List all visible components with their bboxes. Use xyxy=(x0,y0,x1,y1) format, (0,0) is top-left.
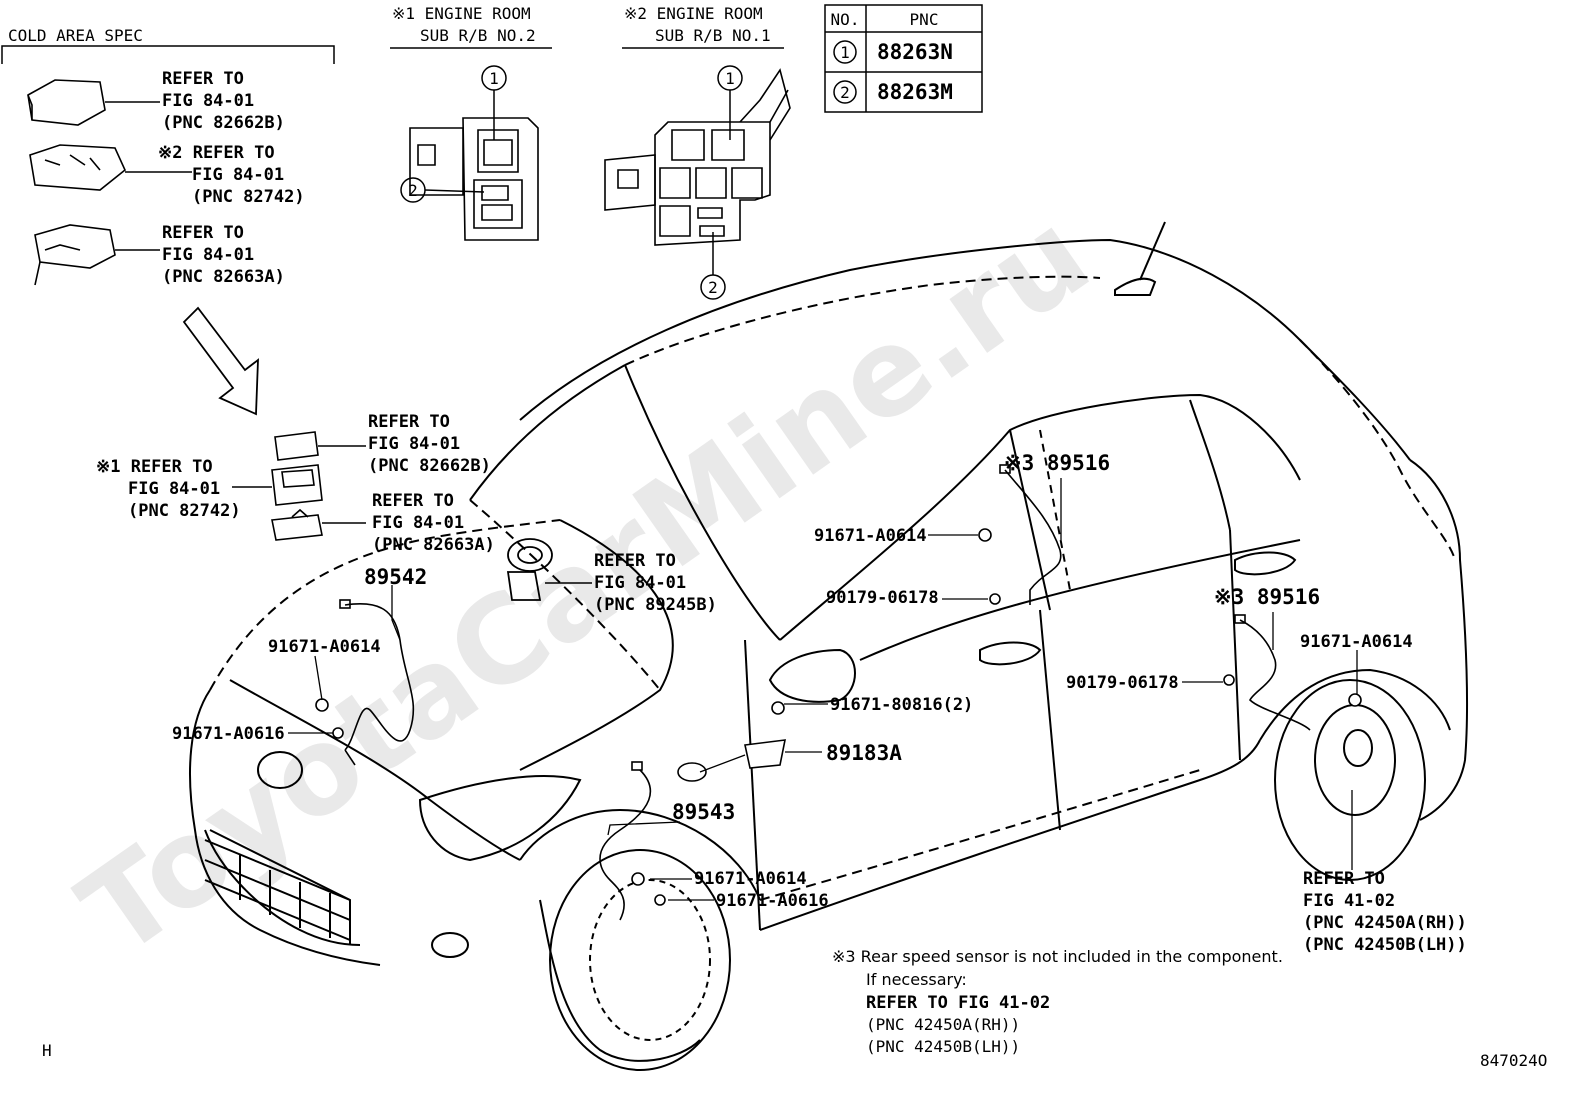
svg-text:(PNC 82663A): (PNC 82663A) xyxy=(372,535,495,555)
callout-1-no2-text: 1 xyxy=(489,69,499,88)
svg-text:REFER TO: REFER TO xyxy=(368,412,450,432)
svg-text:※2 REFER TO: ※2 REFER TO xyxy=(158,143,275,163)
pnc-table-header-pnc: PNC xyxy=(910,10,939,29)
svg-text:FIG 84-01: FIG 84-01 xyxy=(192,165,284,185)
ref-spiral: REFER TO FIG 84-01 (PNC 89245B) xyxy=(594,551,717,615)
callout-2-no1-text: 2 xyxy=(708,278,718,297)
svg-text:(PNC 82742): (PNC 82742) xyxy=(192,187,305,207)
leader-lines xyxy=(288,478,1358,901)
ref-mid-3: REFER TO FIG 84-01 (PNC 82663A) xyxy=(372,491,495,555)
ref-cold-2: ※2 REFER TO FIG 84-01 (PNC 82742) xyxy=(158,143,305,207)
part-91671-a0614-front: 91671-A0614 xyxy=(268,637,381,657)
svg-text:(PNC 82662B): (PNC 82662B) xyxy=(162,113,285,133)
callout-1-no2 xyxy=(481,65,507,140)
svg-text:REFER TO: REFER TO xyxy=(594,551,676,571)
svg-text:REFER TO: REFER TO xyxy=(372,491,454,511)
cold-relay-bracket xyxy=(34,224,160,286)
svg-text:FIG 84-01: FIG 84-01 xyxy=(368,434,460,454)
svg-text:(PNC 42450A(RH)): (PNC 42450A(RH)) xyxy=(1303,913,1467,933)
part-91671-a0616-low: 91671-A0616 xyxy=(716,891,829,911)
svg-text:SUB R/B NO.2: SUB R/B NO.2 xyxy=(420,26,536,45)
svg-text:(PNC 42450B(LH)): (PNC 42450B(LH)) xyxy=(866,1037,1020,1056)
part-89542: 89542 xyxy=(364,565,427,589)
svg-text:※2 ENGINE ROOM: ※2 ENGINE ROOM xyxy=(624,4,763,23)
callout-1-no1-text: 1 xyxy=(725,69,735,88)
part-89183a: 89183A xyxy=(826,741,902,765)
ref-cold-3: REFER TO FIG 84-01 (PNC 82663A) xyxy=(162,223,285,287)
part-91671-a0614-mid: 91671-A0614 xyxy=(814,526,927,546)
ref-mid-2: ※1 REFER TO FIG 84-01 (PNC 82742) xyxy=(96,457,241,521)
svg-text:(PNC 89245B): (PNC 89245B) xyxy=(594,595,717,615)
svg-text:(PNC 82742): (PNC 82742) xyxy=(128,501,241,521)
svg-text:(PNC 42450B(LH)): (PNC 42450B(LH)) xyxy=(1303,935,1467,955)
part-91671-80816: 91671-80816(2) xyxy=(830,695,973,715)
cold-area-title: COLD AREA SPEC xyxy=(8,26,143,45)
svg-text:REFER TO: REFER TO xyxy=(162,69,244,89)
svg-text:If necessary:: If necessary: xyxy=(866,970,967,989)
corner-mark: H xyxy=(42,1041,52,1060)
part-91671-a0616-front: 91671-A0616 xyxy=(172,724,285,744)
rear-sensor-note: ※3 Rear speed sensor is not included in … xyxy=(832,947,1283,1056)
callout-2-no2-text: 2 xyxy=(408,181,418,200)
cold-relay-cover xyxy=(27,79,160,126)
svg-text:FIG 84-01: FIG 84-01 xyxy=(162,245,254,265)
svg-text:FIG 84-01: FIG 84-01 xyxy=(372,513,464,533)
svg-text:FIG 84-01: FIG 84-01 xyxy=(128,479,220,499)
ref-mid-1: REFER TO FIG 84-01 (PNC 82662B) xyxy=(368,412,491,476)
callout-2-no2 xyxy=(400,177,485,203)
relay-box-no1 xyxy=(604,68,791,246)
pnc-table-header-no: NO. xyxy=(831,10,860,29)
part-89516-upper: ※3 89516 xyxy=(1004,451,1110,475)
relay-box-no2 xyxy=(409,117,539,241)
pnc-table-row2-pnc: 88263M xyxy=(877,80,953,104)
cold-area-bracket xyxy=(1,45,335,64)
mid-relay-bracket xyxy=(271,508,366,541)
mid-relay-block xyxy=(232,464,323,506)
cold-relay-block xyxy=(29,144,192,191)
ref-hub: REFER TO FIG 41-02 (PNC 42450A(RH)) (PNC… xyxy=(1303,869,1467,955)
svg-text:FIG 41-02: FIG 41-02 xyxy=(1303,891,1395,911)
pnc-table xyxy=(824,4,983,113)
svg-text:※1 ENGINE ROOM: ※1 ENGINE ROOM xyxy=(392,4,531,23)
rear-speed-sensor-wire-upper xyxy=(999,464,1062,605)
callout-2-no1 xyxy=(700,232,726,300)
engine-room-no2-header: ※1 ENGINE ROOM SUB R/B NO.2 xyxy=(390,4,552,49)
spiral-cable xyxy=(506,538,553,601)
svg-text:(PNC 42450A(RH)): (PNC 42450A(RH)) xyxy=(866,1015,1020,1034)
part-91671-a0614-rear: 91671-A0614 xyxy=(1300,632,1413,652)
svg-text:※1 REFER TO: ※1 REFER TO xyxy=(96,457,213,477)
pnc-table-row1-pnc: 88263N xyxy=(877,40,953,64)
part-90179-rear: 90179-06178 xyxy=(1066,673,1179,693)
part-91671-a0614-low: 91671-A0614 xyxy=(694,869,807,889)
svg-text:REFER TO FIG 41-02: REFER TO FIG 41-02 xyxy=(866,993,1050,1013)
svg-text:(PNC 82662B): (PNC 82662B) xyxy=(368,456,491,476)
part-90179-mid: 90179-06178 xyxy=(826,588,939,608)
front-lower-speed-sensor-wire xyxy=(599,761,652,921)
figure-code: 847024O xyxy=(1480,1051,1547,1070)
pnc-table-row1-no: 1 xyxy=(840,43,850,62)
rear-speed-sensor-wire-lower xyxy=(1234,614,1311,731)
pnc-table-row2-no: 2 xyxy=(840,83,850,102)
svg-text:SUB R/B NO.1: SUB R/B NO.1 xyxy=(655,26,771,45)
engine-room-no1-header: ※2 ENGINE ROOM SUB R/B NO.1 xyxy=(622,4,784,49)
callout-1-no1 xyxy=(717,65,743,140)
arrow-icon xyxy=(182,306,259,416)
fasteners xyxy=(315,528,1362,906)
svg-text:FIG 84-01: FIG 84-01 xyxy=(162,91,254,111)
mid-relay-cover xyxy=(274,431,366,461)
svg-text:REFER TO: REFER TO xyxy=(1303,869,1385,889)
car-body-outline xyxy=(189,221,1469,1071)
svg-text:REFER TO: REFER TO xyxy=(162,223,244,243)
svg-text:(PNC 82663A): (PNC 82663A) xyxy=(162,267,285,287)
svg-text:FIG 84-01: FIG 84-01 xyxy=(594,573,686,593)
part-89543: 89543 xyxy=(672,800,735,824)
part-89516-lower: ※3 89516 xyxy=(1214,585,1320,609)
svg-text:※3 Rear speed sensor is not in: ※3 Rear speed sensor is not included in … xyxy=(832,947,1283,966)
ref-cold-1: REFER TO FIG 84-01 (PNC 82662B) xyxy=(162,69,285,133)
